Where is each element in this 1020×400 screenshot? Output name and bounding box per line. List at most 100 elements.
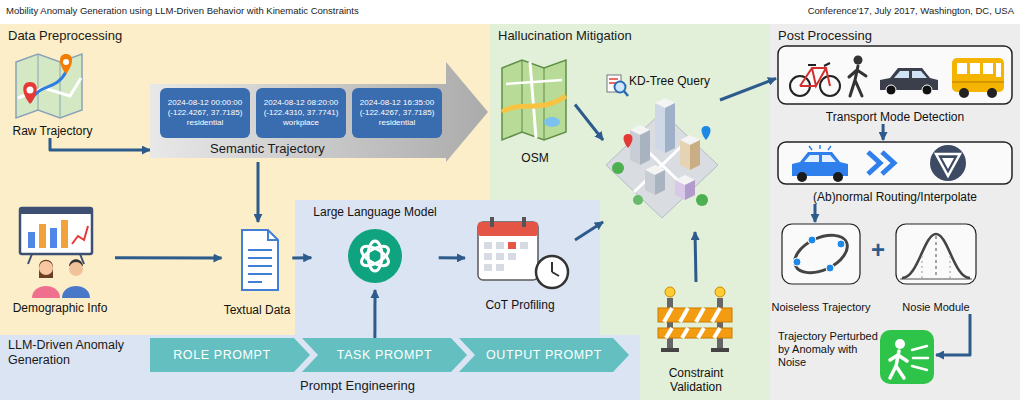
calendar-icon	[551, 262, 553, 272]
demographic-icon	[28, 254, 32, 264]
prompt-chevron: OUTPUT PROMPT	[459, 338, 629, 372]
box-caption: Transport Mode Detection	[826, 110, 964, 124]
city-node: KD-Tree Query	[603, 72, 720, 232]
region-panel: Data PreprocessingRaw TrajectorySemantic…	[0, 24, 490, 335]
transport-box	[824, 63, 830, 66]
noise-icon	[949, 256, 950, 278]
city-illustration	[612, 162, 624, 174]
region-title: Hallucination Mitigation	[498, 28, 632, 43]
trajectory-point-box: 2024-08-12 00:00:00(-122.4267, 37.7185)r…	[160, 88, 250, 138]
city-illustration	[640, 130, 650, 165]
icon-caption: Trajectory Perturbed by Anomaly with Noi…	[778, 330, 878, 369]
demographic-icon	[39, 261, 53, 275]
transport-box	[800, 68, 830, 86]
icon-node: Constraint Validation	[645, 282, 747, 394]
barrier-icon	[664, 308, 672, 322]
city-illustration	[696, 194, 708, 206]
arrow-caption: Semantic Trajectory	[210, 141, 325, 156]
calendar-icon	[508, 253, 516, 260]
semantic-arrow: Semantic Trajectory 2024-08-12 00:00:00(-…	[150, 62, 488, 162]
icon-node: Raw Trajectory	[5, 38, 100, 138]
flow-arrow	[373, 290, 376, 338]
process-box: Transport Mode Detection	[776, 44, 1014, 124]
demographic-icon	[61, 220, 68, 248]
llm-logo	[359, 242, 392, 269]
point-text: residential	[379, 118, 415, 128]
osm-map-icon	[530, 62, 536, 138]
transport-box	[886, 85, 896, 95]
barrier-icon	[666, 328, 672, 338]
barrier-icon	[715, 287, 725, 297]
process-box: Noiseless Trajectory	[768, 222, 874, 314]
icon-caption: Constraint Validation	[645, 366, 747, 394]
routing-box	[930, 145, 966, 181]
document-icon	[248, 257, 272, 259]
transport-box	[808, 64, 816, 66]
icon-caption: KD-Tree Query	[629, 74, 710, 88]
region-fill	[770, 24, 1020, 400]
city-illustration	[633, 195, 643, 205]
transport-box	[970, 63, 980, 74]
chevron-shape	[302, 338, 467, 372]
llm-logo	[359, 242, 392, 269]
icon-caption: CoT Profiling	[485, 298, 554, 312]
prompt-label: OUTPUT PROMPT	[475, 338, 613, 372]
calendar-icon	[496, 242, 504, 249]
routing-box	[797, 172, 807, 182]
kd-tree-icon	[607, 75, 628, 96]
transport-box	[957, 63, 967, 74]
calendar-icon	[490, 217, 494, 227]
output-node: Trajectory Perturbed by Anomaly with Noi…	[776, 326, 936, 392]
city-illustration	[655, 170, 665, 195]
flow-arrow	[257, 162, 260, 222]
routing-box	[804, 155, 819, 162]
demographic-icon	[39, 260, 53, 278]
calendar-icon	[478, 217, 568, 288]
noise-icon	[900, 278, 972, 280]
demographic-icon	[62, 286, 90, 298]
calendar-icon	[552, 272, 559, 276]
point-text: 2024-08-12 08:20:00	[264, 98, 338, 108]
icon-node: CoT Profiling	[465, 212, 575, 312]
calendar-icon	[496, 253, 504, 260]
map-icon	[60, 62, 61, 118]
transport-box	[854, 56, 863, 65]
city-illustration	[680, 140, 690, 170]
noise-icon	[902, 234, 970, 278]
city-illustration	[655, 103, 665, 153]
barrier-icon	[661, 348, 679, 352]
transport-box	[778, 46, 1012, 104]
noiseless-icon	[782, 224, 860, 284]
process-box: Nosie Module	[888, 222, 984, 314]
box-caption: Nosie Module	[902, 300, 969, 314]
flow-arrow	[439, 256, 465, 259]
barrier-icon	[698, 328, 704, 338]
city-illustration	[665, 103, 675, 153]
point-text: (-122.4267, 37.7185)	[168, 108, 243, 118]
running-header: Mobility Anomaly Generation using LLM-Dr…	[6, 5, 359, 17]
region-title: LLM-Driven Anomaly Generation	[8, 338, 146, 368]
flow-arrow	[575, 105, 603, 141]
region-title: Prompt Engineering	[300, 378, 415, 393]
noiseless-icon	[808, 236, 816, 244]
trajectory-point-box: 2024-08-12 08:20:00(-122.4310, 37.7741)w…	[256, 88, 346, 138]
noiseless-icon	[837, 240, 845, 248]
output-icon	[880, 330, 934, 384]
transport-box	[996, 63, 1001, 77]
osm-map-icon	[502, 60, 566, 140]
city-illustration	[675, 180, 685, 200]
transport-box	[912, 71, 927, 78]
map-icon	[60, 54, 72, 74]
document-icon	[248, 273, 272, 275]
icon-node: Large Language Model	[311, 205, 438, 290]
city-illustration	[645, 170, 655, 195]
flow-arrow	[936, 314, 970, 355]
noise-icon	[935, 236, 937, 278]
calendar-icon	[478, 222, 538, 236]
city-illustration	[702, 126, 711, 140]
barrier-icon	[696, 308, 704, 322]
output-icon	[912, 346, 928, 370]
prompt-chevron: TASK PROMPT	[302, 338, 467, 372]
demographic-icon	[69, 262, 83, 276]
